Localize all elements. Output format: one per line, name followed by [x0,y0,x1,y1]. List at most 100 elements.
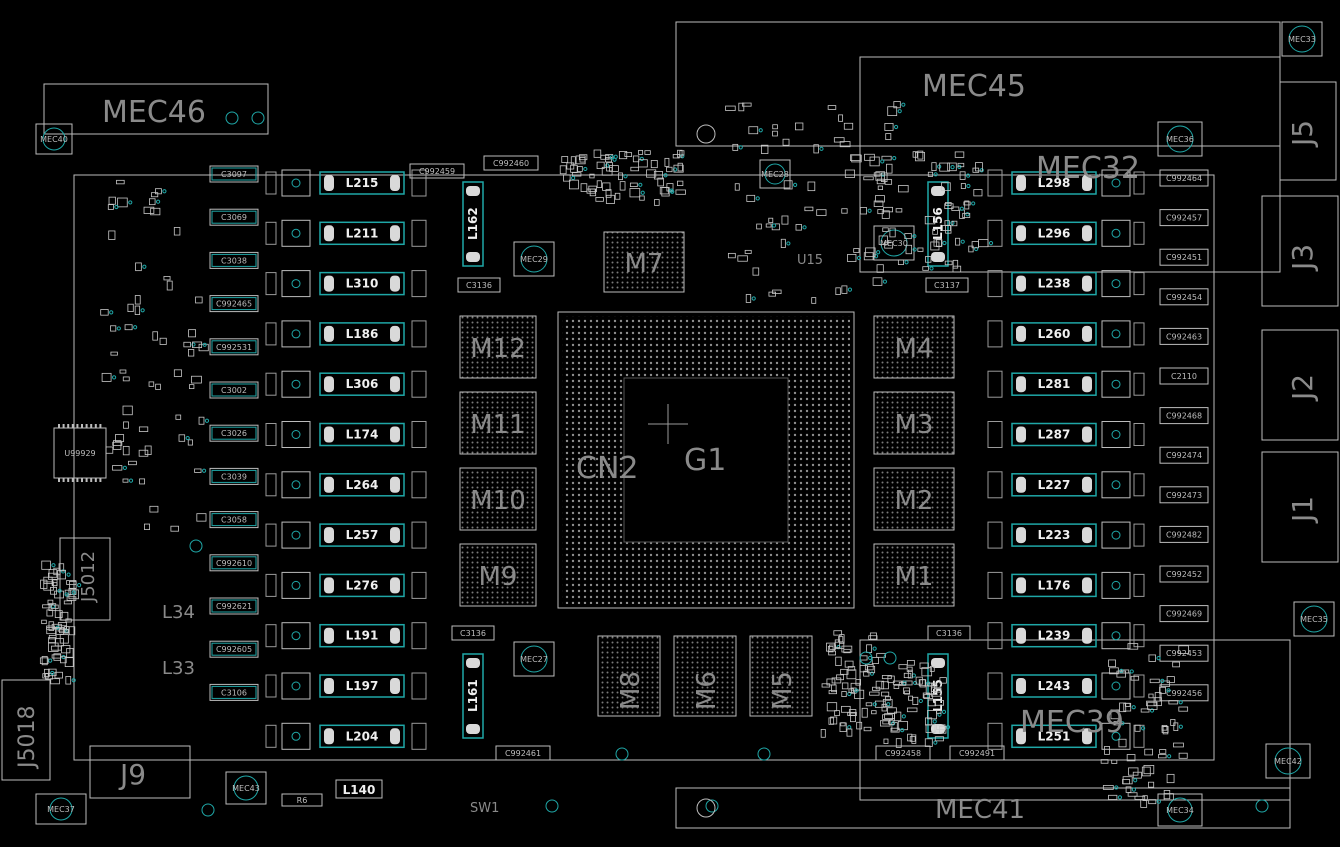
capacitor-body [211,167,257,181]
mount-via [1255,799,1269,813]
inductor-pad [324,275,334,292]
smd-part [871,710,877,715]
smd-part [840,722,846,727]
smd-part [869,691,880,696]
memory-chip-m10: M10 [459,467,537,531]
cap-strip [987,169,1003,197]
inductor: L257 [319,523,405,547]
smd-part [912,151,918,158]
smd-part [888,719,895,725]
smd-part [939,162,950,172]
capacitor: C3039 [209,467,259,485]
controller-pin [94,424,97,428]
smd-part [890,727,900,733]
inductor-outline [1011,221,1097,246]
inductor-label: L174 [346,428,379,442]
inductor-label: L215 [346,176,379,190]
smd-part [1104,746,1110,755]
part-label: C992460 [493,159,529,168]
smd-part [847,666,856,671]
phase-mosfet [1101,571,1145,599]
via [802,225,807,230]
capacitor-label: C3026 [221,429,247,438]
capacitor-label: C3002 [221,386,247,395]
smd-part [1149,678,1160,684]
smd-part [843,122,854,130]
capacitor-outline [209,597,259,615]
mosfet-via [291,580,301,590]
label-j2: J2 [1286,374,1319,402]
smd-part [878,235,888,245]
capacitor: C3026 [209,424,259,442]
capacitor-label: C2110 [1171,372,1197,381]
part-outline [759,159,791,189]
smd-part [1172,661,1180,668]
smd-part [909,736,916,742]
smd-part [124,324,133,331]
smd-part [942,225,951,231]
inductor: L260 [1011,322,1097,346]
smd-part [921,667,933,677]
inductor-pad [1016,225,1026,242]
capacitor: C992621 [209,597,259,615]
capacitor: C992468 [1159,407,1209,425]
part-label: C992491 [959,749,995,758]
smd-part [847,711,857,717]
part-label: MEC29 [520,255,548,264]
inductor-pad [1016,476,1026,493]
smd-part [1123,702,1132,712]
label-mec32: MEC32 [1036,151,1140,186]
smd-part [57,622,68,630]
controller-pin [58,478,60,482]
inductor: L276 [319,573,405,598]
gpu-package [557,311,855,609]
via [959,206,964,211]
label-j5012: J5012 [78,551,99,603]
chip-body [873,391,955,455]
inductor-outline [1011,623,1097,648]
via [48,658,53,663]
smd-part [112,441,123,446]
part-label: C3137 [934,281,960,290]
mosfet-outline [281,722,311,750]
via [1178,724,1183,729]
smd-part [1100,759,1109,764]
smd-part [65,618,72,623]
smd-part [917,150,924,160]
smd-part [962,212,971,218]
part-mec33: MEC33 [1281,21,1323,57]
part-c992491: C992491 [949,745,1005,761]
inductor-outline [1011,724,1097,749]
capacitor-label: C992468 [1166,412,1202,421]
left-inductor-column: L215L211L310L186L306L174L264L257L276L191… [265,169,427,750]
memory-chip-m6: M6 [673,635,737,717]
mosfet-via [291,530,301,540]
via [57,588,62,593]
smd-part [570,156,576,165]
mount-hole [880,229,908,257]
smd-part [952,259,959,269]
mosfet-via [291,631,301,641]
smd-part [173,369,182,377]
smd-part [877,185,883,191]
mosfet-outline [281,320,311,348]
part-label: MEC30 [880,239,908,248]
capacitor-outline [1159,486,1209,504]
smd-part [1170,719,1176,726]
smd-part [828,690,837,695]
phase-mosfet [265,270,311,298]
mount-hole [764,163,786,185]
inductor-pad [324,225,334,242]
capacitor-outline [209,338,259,356]
smd-part [1125,786,1132,793]
via [1131,787,1137,792]
via [912,233,917,239]
via [1133,778,1138,783]
smd-part [836,674,844,681]
via [738,145,743,150]
inductor-pad [324,175,334,191]
inductor-label: L227 [1038,478,1071,492]
smd-part [650,160,658,169]
mosfet-outline [1101,169,1131,197]
inductor-pad [1016,426,1026,443]
